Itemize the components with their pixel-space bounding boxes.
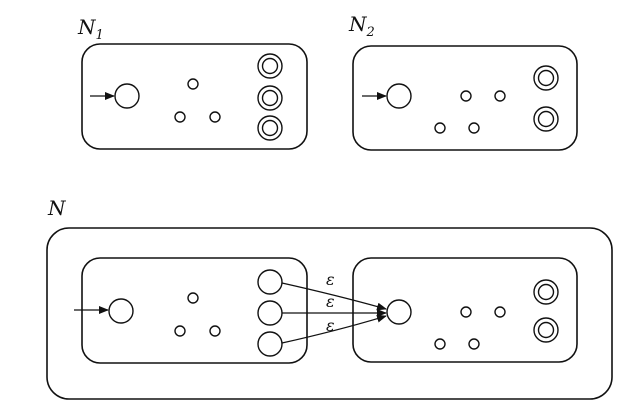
n1-state — [187, 78, 199, 90]
n-state — [468, 338, 480, 350]
n2-accept-state — [533, 65, 559, 91]
n2-state — [468, 122, 480, 134]
n-accept-state — [533, 279, 559, 305]
n2-box — [352, 45, 578, 151]
n1-state — [209, 111, 221, 123]
n1-start-state — [114, 83, 140, 109]
n-label: N — [47, 196, 67, 220]
n-state — [494, 306, 506, 318]
n-state — [187, 292, 199, 304]
n2-start-state — [386, 83, 412, 109]
epsilon-label: ε — [326, 270, 335, 289]
n1-accept-state — [257, 115, 283, 141]
n-former-accept-state — [257, 300, 283, 326]
n1-label: N1 — [77, 15, 104, 43]
epsilon-transition-arrow — [281, 314, 387, 344]
n2-state — [434, 122, 446, 134]
n-inner-n2-box — [352, 257, 578, 363]
n-state — [174, 325, 186, 337]
n-former-accept-state — [257, 269, 283, 295]
n1-accept-state — [257, 85, 283, 111]
n-accept-state — [533, 317, 559, 343]
n1-state — [174, 111, 186, 123]
n2-accept-state — [533, 106, 559, 132]
n1-box — [81, 43, 308, 150]
epsilon-label: ε — [326, 292, 335, 311]
epsilon-label: ε — [326, 316, 335, 335]
epsilon-transition-arrow — [281, 282, 387, 311]
n2-label: N2 — [348, 12, 375, 40]
n-state — [209, 325, 221, 337]
n-start-state — [108, 298, 134, 324]
n2-state — [494, 90, 506, 102]
n-outer-box — [46, 227, 613, 400]
n-state — [434, 338, 446, 350]
n-former-accept-state — [257, 331, 283, 357]
n-state — [460, 306, 472, 318]
n-n2-start-state — [386, 299, 412, 325]
n1-accept-state — [257, 53, 283, 79]
n2-state — [460, 90, 472, 102]
